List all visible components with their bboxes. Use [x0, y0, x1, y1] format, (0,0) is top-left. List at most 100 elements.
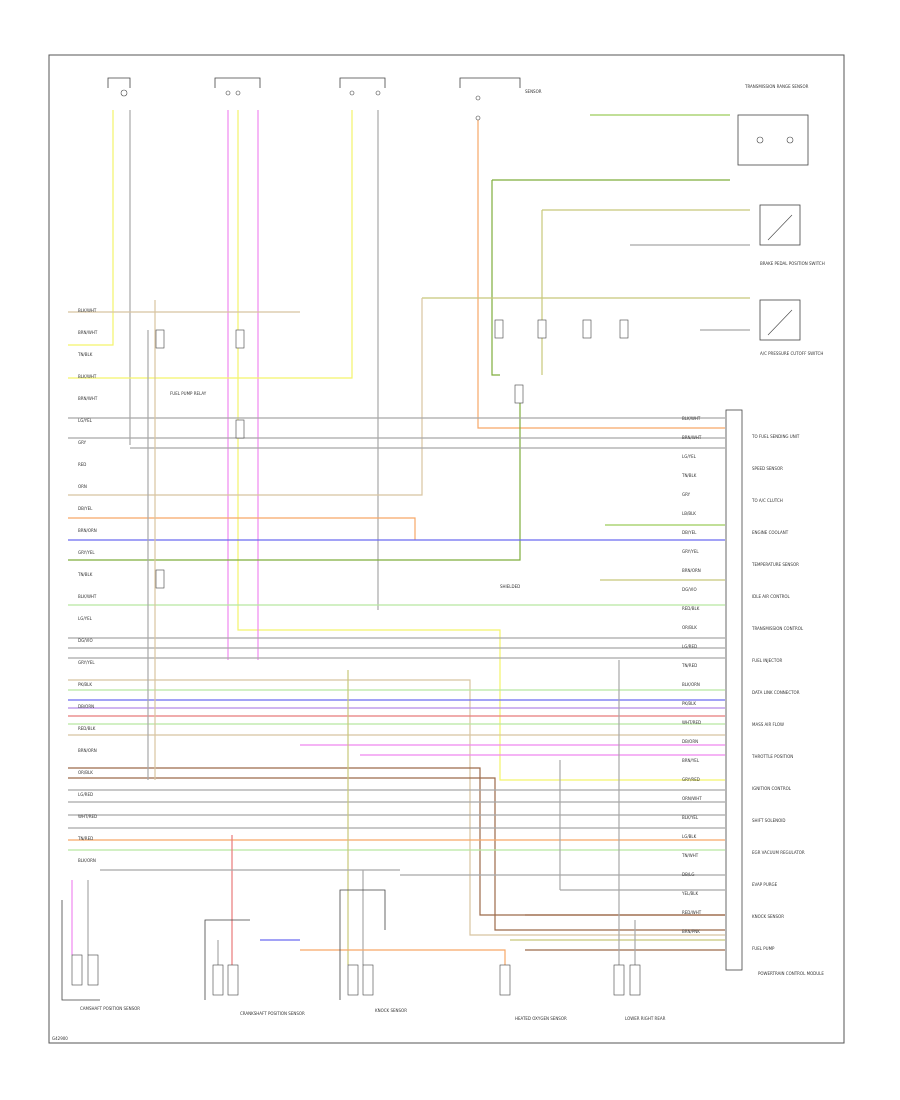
left-wire-tag: DB/YEL: [78, 506, 93, 511]
top-sensor-4: [459, 77, 521, 121]
pcm-pin-column: [725, 409, 743, 971]
right-component-1-label: TRANSMISSION RANGE SENSOR: [744, 84, 809, 89]
left-wire-tag: BRN/WHT: [78, 330, 98, 335]
left-wire-tag: BLK/ORN: [78, 858, 96, 863]
component-layer: [61, 77, 809, 1001]
left-wire-tag: LG/YEL: [78, 616, 93, 621]
wire-orange-4: [300, 949, 506, 965]
crankshaft-sensor-symbol: [204, 919, 250, 1000]
top-sensor-3: [339, 77, 386, 96]
right-wire-tag: BRN/YEL: [682, 758, 700, 763]
bottom-component-2-label: CRANKSHAFT POSITION SENSOR: [240, 1011, 305, 1016]
diagram-code: G42900: [52, 1036, 68, 1041]
right-block-label: THROTTLE POSITION: [751, 754, 793, 759]
left-wire-tag: BRN/ORN: [78, 528, 97, 533]
camshaft-sensor-symbol: [61, 900, 100, 1001]
left-wire-tag: BLK/WHT: [78, 308, 97, 313]
left-wire-tag: RED/BLK: [78, 726, 96, 731]
right-wire-tag: TN/BLK: [681, 473, 697, 478]
right-block-labels: TO FUEL SENDING UNIT SPEED SENSOR TO A/C C…: [751, 434, 805, 951]
left-wire-tag: GRY/YEL: [78, 550, 95, 555]
left-wire-tag: PK/BLK: [78, 682, 92, 687]
right-wire-tag: BRN/PNK: [682, 929, 700, 934]
wire-layer: [68, 110, 750, 965]
mid-note-2: SHIELDED: [500, 584, 520, 589]
right-block-label: MASS AIR FLOW: [752, 722, 784, 727]
right-block-label: TO A/C CLUTCH: [751, 498, 783, 503]
right-wire-tag: YEL/BLK: [681, 891, 699, 896]
left-wire-tags: BLK/WHT BRN/WHT TN/BLK BLK/WHT BRN/WHT LG/YEL…: [77, 308, 98, 863]
right-wire-tag: ORN/WHT: [682, 796, 702, 801]
brake-switch-symbol: [759, 204, 801, 246]
knock-sensor-symbol: [339, 889, 386, 1000]
ecu-title: POWERTRAIN CONTROL MODULE: [758, 971, 824, 976]
right-wire-tag: BLK/WHT: [682, 416, 701, 421]
left-wire-tag: TN/RED: [77, 836, 93, 841]
right-block-label: IDLE AIR CONTROL: [752, 594, 791, 599]
right-component-3-label: A/C PRESSURE CUTOFF SWITCH: [760, 351, 823, 356]
right-wire-tag: LB/BLK: [682, 511, 696, 516]
bottom-component-3-label: KNOCK SENSOR: [375, 1008, 407, 1013]
right-wire-tag: DB/YEL: [682, 530, 697, 535]
right-block-label: ENGINE COOLANT: [752, 530, 789, 535]
right-block-label: SHIFT SOLENOID: [752, 818, 786, 823]
left-wire-tag: TN/BLK: [77, 352, 93, 357]
left-wire-tag: LG/YEL: [78, 418, 93, 423]
right-block-label: KNOCK SENSOR: [752, 914, 784, 919]
top-sensor-2: [214, 77, 261, 96]
right-wire-tag: TN/WHT: [681, 853, 699, 858]
right-block-label: DATA LINK CONNECTOR: [752, 690, 800, 695]
right-block-label: FUEL PUMP: [752, 946, 775, 951]
wire-darkgreen-1: [491, 180, 500, 376]
right-wire-tag: GRY/RED: [682, 777, 700, 782]
right-block-label: EGR VACUUM REGULATOR: [752, 850, 805, 855]
right-wire-tag: WHT/RED: [682, 720, 701, 725]
wire-darkgreen-3: [68, 390, 521, 561]
right-wire-tag: PK/BLK: [682, 701, 696, 706]
ac-switch-symbol: [759, 299, 801, 341]
right-block-label: IGNITION CONTROL: [752, 786, 792, 791]
right-wire-tag: DB/LG: [682, 872, 695, 877]
left-wire-tag: ORN: [78, 484, 87, 489]
right-block-label: TRANSMISSION CONTROL: [751, 626, 804, 631]
hego-sensor-symbol: [499, 964, 511, 996]
right-wire-tag: GRY/YEL: [682, 549, 699, 554]
right-block-label: EVAP PURGE: [752, 882, 778, 887]
wire-tan-1: [68, 298, 423, 496]
left-wire-tag: LG/RED: [78, 792, 93, 797]
wire-yellow-1: [68, 110, 114, 346]
left-wire-tag: GRY: [78, 440, 87, 445]
right-block-label: SPEED SENSOR: [752, 466, 783, 471]
left-wire-tag: BRN/WHT: [78, 396, 98, 401]
top-sensor-1: [107, 77, 131, 97]
right-block-label: TEMPERATURE SENSOR: [751, 562, 799, 567]
left-wire-tag: BLK/WHT: [78, 374, 97, 379]
diagram-frame: [48, 54, 845, 1044]
right-wire-tag: TN/RED: [681, 663, 697, 668]
right-wire-tag: BRN/WHT: [682, 435, 702, 440]
right-block-label: FUEL INJECTOR: [752, 658, 783, 663]
right-wire-tag: BLK/YEL: [682, 815, 699, 820]
wire-brown-2: [68, 777, 725, 931]
mid-note-1: FUEL PUMP RELAY: [170, 391, 207, 396]
right-wire-tag: BRN/ORN: [682, 568, 701, 573]
left-wire-tag: GRY/YEL: [78, 660, 95, 665]
right-wire-tags: BLK/WHTBRN/WHTLG/YELTN/BLKGRYLB/BLKDB/YE…: [681, 416, 702, 934]
right-block-label: TO FUEL SENDING UNIT: [751, 434, 800, 439]
bottom-right-note: LOWER RIGHT REAR: [625, 1016, 666, 1021]
wire-yellow-3: [68, 110, 353, 379]
left-wire-tag: OR/BLK: [78, 770, 93, 775]
right-wire-tag: GRY: [682, 492, 691, 497]
ground-symbol: [613, 964, 641, 996]
wire-yellow-2: [237, 110, 725, 781]
top-component-label: SENSOR: [525, 89, 542, 94]
wire-tan-3: [68, 679, 725, 936]
label-layer: G42900 POWERTRAIN CONTROL MODULE SENSOR …: [52, 84, 825, 1041]
right-wire-tag: LG/RED: [682, 644, 697, 649]
right-wire-tag: BLK/ORN: [682, 682, 700, 687]
right-wire-tag: RED/WHT: [682, 910, 702, 915]
right-component-2-label: BRAKE PEDAL POSITION SWITCH: [760, 261, 825, 266]
left-wire-tag: BLK/WHT: [78, 594, 97, 599]
right-wire-tag: RED/BLK: [682, 606, 700, 611]
